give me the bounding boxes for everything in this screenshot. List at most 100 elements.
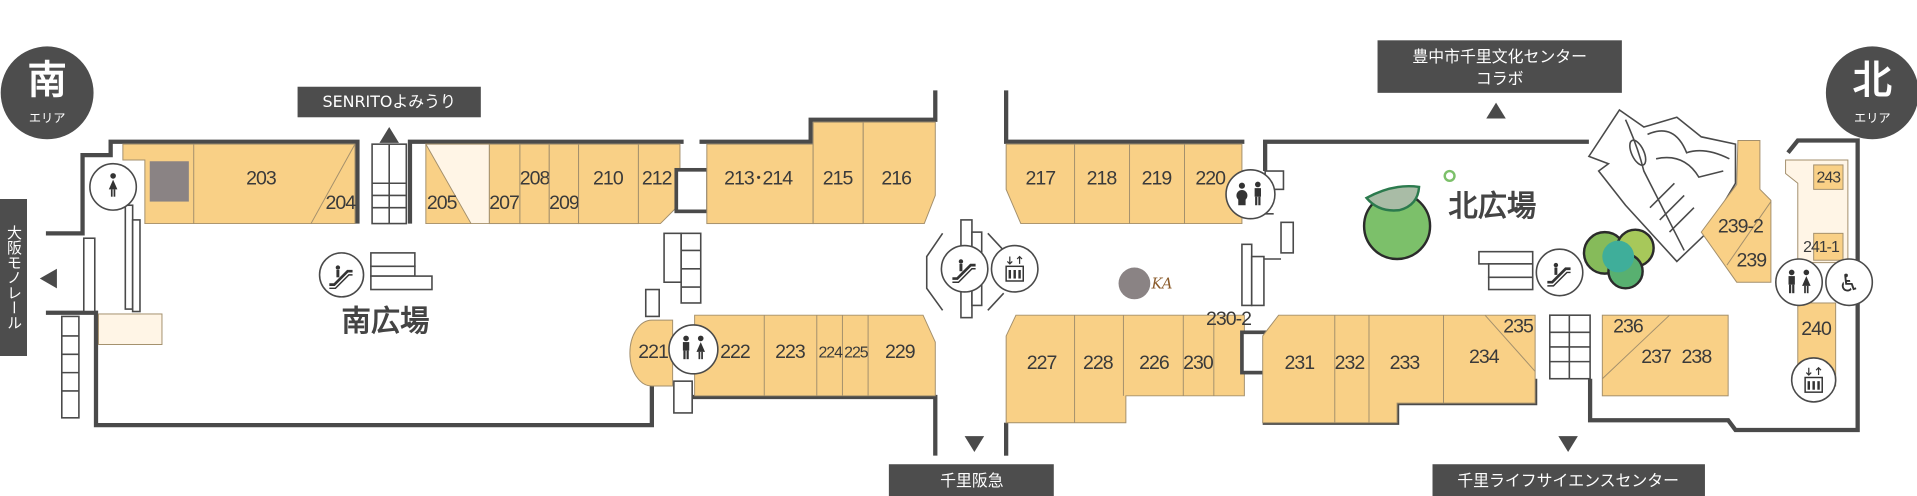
shop-213-214-label: 213･214 [724,168,793,190]
escalator-structure [1478,250,1534,291]
shop-207-label: 207 [489,192,519,214]
north-area-badge[interactable]: 北 エリア [1825,46,1917,140]
shop-210[interactable] [578,143,639,225]
building-structure [1587,108,1737,263]
shop-203-label: 203 [246,168,276,190]
shop-212[interactable] [637,143,681,225]
shop-239-2-label: 239-2 [1718,215,1763,237]
shop-208-label: 208 [520,168,551,190]
shop-205-label: 205 [427,192,458,214]
senrito-exit-label[interactable]: SENRITOよみうり [297,86,481,118]
shop-222-label: 222 [720,341,750,363]
restroom-icon[interactable] [668,324,719,375]
shop-204-label: 204 [326,192,357,214]
shop-241-1[interactable] [1813,232,1844,261]
shop-230-2-label: 230-2 [1206,308,1251,330]
tree-icon [1582,228,1655,290]
ka-logo: KA [1118,267,1173,300]
shop-231-label: 231 [1285,352,1315,374]
north-area-title: 北 [1853,59,1892,104]
collabo-label-line2: コラボ [1476,69,1524,88]
shop-238-label: 238 [1682,346,1713,368]
shops-217-220[interactable] [1005,143,1243,225]
shop-228-label: 228 [1083,352,1114,374]
shop-232-label: 232 [1335,352,1365,374]
shop-234-label: 234 [1469,346,1500,368]
shop-241-1-label: 241-1 [1803,239,1840,256]
elevator-icon[interactable] [990,244,1039,293]
shops-231-235[interactable] [1262,314,1536,424]
shop-239[interactable] [1700,140,1772,283]
south-area-badge[interactable]: 南 エリア [0,46,94,140]
shop-216[interactable] [862,121,936,225]
svg-text:♿: ♿ [1838,269,1860,298]
shops-236-238[interactable] [1601,314,1729,397]
shop-243-label: 243 [1817,170,1842,187]
wheelchair-icon[interactable]: ♿ [1825,258,1874,307]
collabo-label-line1: 豊中市千里文化センター [1412,47,1587,66]
arrow-down-icon [1558,436,1578,453]
shops-222-229[interactable] [694,314,936,397]
shop-226-label: 226 [1139,352,1169,374]
restroom-icon[interactable] [1775,258,1824,307]
ka-logo-text: KA [1151,275,1173,292]
shop-216-label: 216 [881,168,911,190]
arrow-up-icon [379,127,399,143]
south-area-title: 南 [28,59,67,104]
shop-236-label: 236 [1613,316,1643,338]
shop-213-214[interactable] [706,143,814,225]
life-science-label-text: 千里ライフサイエンスセンター [1457,471,1679,490]
hankyu-label-text: 千里阪急 [940,471,1004,490]
arrow-down-icon [964,436,985,453]
shop-243[interactable] [1813,164,1844,190]
shop-221-label: 221 [638,341,668,363]
shop-240-label: 240 [1801,318,1832,340]
shop-227-label: 227 [1027,352,1057,374]
shop-209[interactable] [548,143,580,225]
south-gray-block [149,161,189,202]
senrito-label-text: SENRITOよみうり [323,92,456,111]
shop-237-label: 237 [1641,346,1671,368]
shop-208[interactable] [519,143,550,225]
south-plaza-label: 南広場 [342,304,430,338]
tree-icon [1362,185,1432,261]
life-science-exit-label[interactable]: 千里ライフサイエンスセンター [1432,464,1705,496]
shop-210-label: 210 [593,168,624,190]
shop-215[interactable] [812,121,864,225]
shop-219-label: 219 [1142,168,1172,190]
escalator-icon[interactable] [318,252,365,298]
escalator-icon[interactable] [940,244,989,293]
elevator-icon[interactable] [1790,357,1837,403]
shop-221[interactable] [629,319,674,387]
shop-209-label: 209 [549,192,579,214]
shop-223-label: 223 [775,341,805,363]
shops-226-230[interactable] [1005,314,1245,424]
shop-217-label: 217 [1026,168,1056,190]
shop-218-label: 218 [1087,168,1118,190]
shop-212-label: 212 [642,168,672,190]
shop-235-label: 235 [1503,316,1534,338]
south-elevator-shaft [674,167,710,214]
restroom-icon[interactable] [89,162,138,211]
marker-icon [1443,169,1456,183]
shop-229-label: 229 [885,341,915,363]
arrow-left-icon [39,268,57,289]
baby-room-icon [1236,182,1248,206]
south-storage [97,313,163,346]
south-stairs [60,143,702,419]
escalator-icon[interactable] [1535,248,1584,297]
shop-224-label: 224 [818,344,843,361]
shop-230-label: 230 [1183,352,1214,374]
escalator-structure [370,252,433,291]
shop-225-label: 225 [844,344,869,361]
monorail-exit-label[interactable]: 大阪モノレール [0,199,27,356]
collabo-exit-label[interactable]: 豊中市千里文化センター コラボ [1377,40,1622,93]
shop-220-label: 220 [1195,168,1226,190]
restroom-baby-icon[interactable] [1225,169,1276,220]
hankyu-exit-label[interactable]: 千里阪急 [888,464,1054,496]
south-walls [45,90,938,456]
shop-215-label: 215 [823,168,854,190]
north-area-sub: エリア [1854,111,1891,125]
